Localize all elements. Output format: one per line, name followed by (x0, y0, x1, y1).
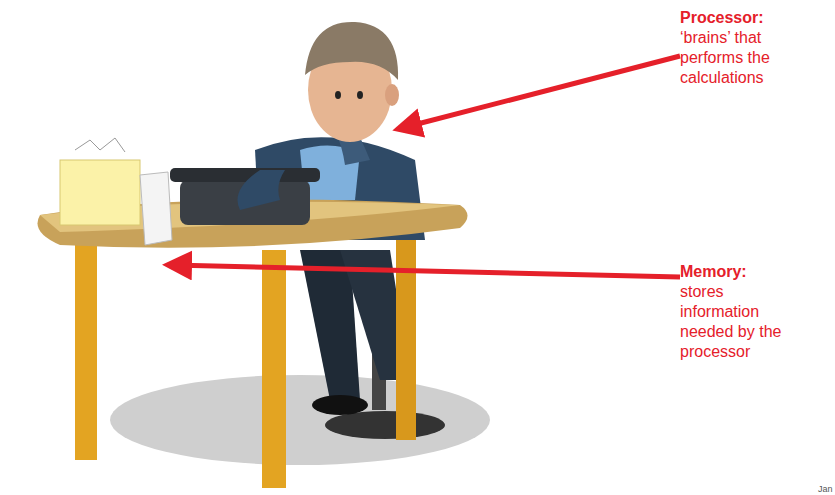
shoe (312, 395, 368, 415)
leader-arrow (172, 265, 680, 277)
paper-stack (60, 160, 140, 225)
callout-heading: Memory: (680, 262, 830, 282)
eye (335, 91, 341, 99)
desk-leg (396, 235, 416, 440)
typewriter-roller (170, 168, 320, 182)
callout-text: stores information needed by the process… (680, 282, 798, 362)
callout-text: ‘brains’ that performs the calculations (680, 28, 798, 88)
typewriter-paper (140, 172, 172, 245)
desk-leg (75, 240, 97, 460)
paper-flurry (75, 138, 125, 152)
page-note: Jan (818, 484, 835, 494)
desk-leg (262, 250, 286, 488)
callout-heading: Processor: (680, 8, 830, 28)
floor-shadow (110, 375, 490, 465)
cap (305, 22, 398, 80)
leader-arrow (402, 56, 680, 128)
eye (357, 91, 363, 99)
arm (238, 170, 286, 210)
ear (385, 84, 399, 106)
chair-base (325, 411, 445, 439)
